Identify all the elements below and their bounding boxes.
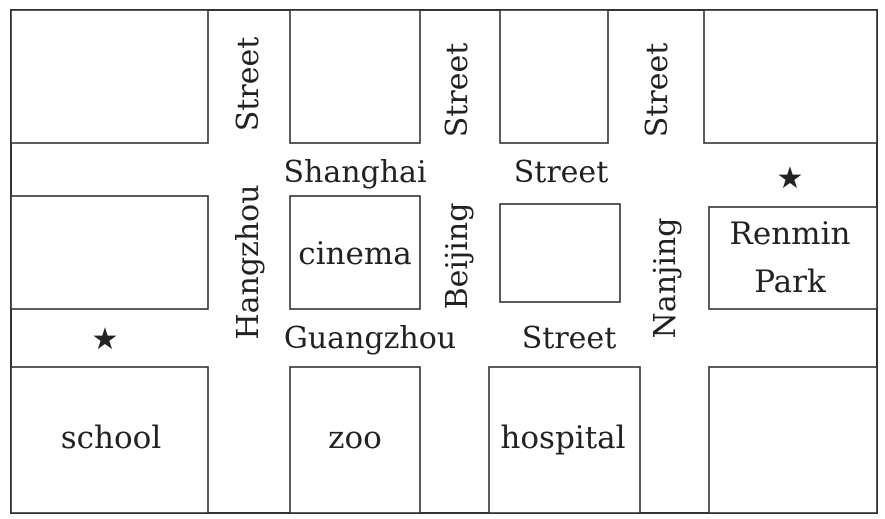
cinema-label: cinema <box>298 236 411 272</box>
shanghai-street-suffix-label: Street <box>514 155 609 190</box>
block-r1-c2 <box>289 9 421 144</box>
zoo-label: zoo <box>328 420 382 456</box>
block-r1-c3 <box>499 9 609 144</box>
guangzhou-street-name-label: Guangzhou <box>284 321 456 356</box>
block-r3-c4 <box>708 366 878 514</box>
renmin-park-block <box>708 206 878 310</box>
renmin-park-label-line2: Park <box>754 264 826 300</box>
hospital-label: hospital <box>500 420 625 456</box>
block-r2-c3 <box>499 203 621 303</box>
nanjing-street-suffix-label: Street <box>640 43 675 138</box>
hangzhou-street-name-label: Hangzhou <box>231 184 266 339</box>
guangzhou-street-suffix-label: Street <box>522 321 617 356</box>
school-label: school <box>61 420 161 456</box>
school-block <box>10 366 209 514</box>
hospital-block <box>488 366 641 514</box>
beijing-street-suffix-label: Street <box>440 43 475 138</box>
block-r1-c4 <box>703 9 878 144</box>
beijing-street-name-label: Beijing <box>440 203 475 310</box>
hangzhou-street-suffix-label: Street <box>231 37 266 132</box>
nanjing-street-name-label: Nanjing <box>648 218 683 339</box>
block-r1-c1 <box>10 9 209 144</box>
star-marker-icon: ★ <box>92 322 119 357</box>
renmin-park-label-line1: Renmin <box>730 216 851 252</box>
star-marker-icon: ★ <box>777 161 804 196</box>
shanghai-street-name-label: Shanghai <box>283 155 426 190</box>
block-r2-c1 <box>10 195 209 310</box>
cinema-block <box>289 195 421 310</box>
zoo-block <box>289 366 421 514</box>
